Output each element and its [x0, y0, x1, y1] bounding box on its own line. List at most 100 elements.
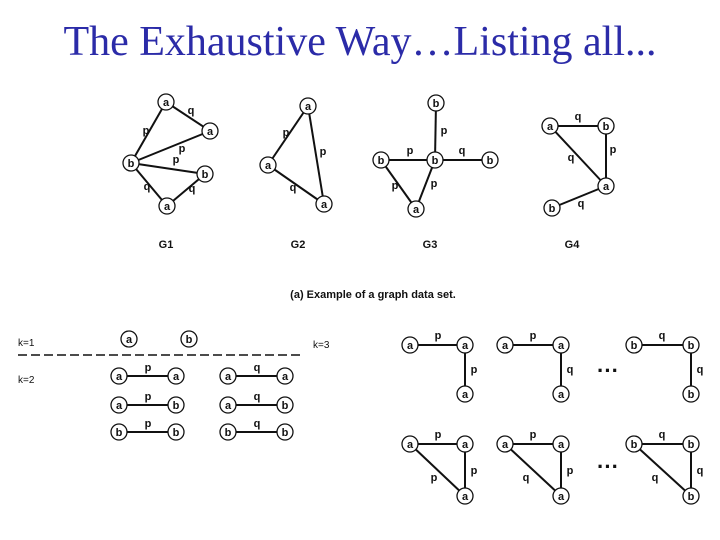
graph-node: a	[597, 177, 615, 195]
graph-node: a	[157, 93, 175, 111]
edge-label: p	[435, 330, 442, 342]
svg-text:a: a	[462, 439, 469, 451]
graph-node: b	[122, 154, 140, 172]
graph-node: a	[552, 336, 570, 354]
graph-node: a	[552, 487, 570, 505]
graph-node: b	[276, 423, 294, 441]
graph-node: a	[456, 336, 474, 354]
graph-node: a	[456, 385, 474, 403]
svg-text:b: b	[549, 203, 556, 215]
edge-label: q	[652, 472, 659, 484]
graph-node: b	[110, 423, 128, 441]
svg-text:b: b	[631, 340, 638, 352]
edge: p	[130, 101, 167, 164]
graph-node: b	[597, 117, 615, 135]
graph-node: a	[401, 336, 419, 354]
edge: p	[605, 126, 617, 186]
svg-text:a: a	[603, 181, 610, 193]
graph-node: b	[625, 336, 643, 354]
edge: q	[435, 145, 490, 161]
edge-label: q	[659, 429, 666, 441]
edge: p	[130, 154, 206, 175]
edge: q	[228, 362, 285, 377]
edge-label: q	[189, 183, 196, 195]
edge-label: p	[441, 125, 448, 137]
graph-node: b	[682, 435, 700, 453]
svg-text:a: a	[126, 334, 133, 346]
edge-label: p	[435, 429, 442, 441]
slide-title: The Exhaustive Way…Listing all...	[63, 19, 657, 65]
svg-text:a: a	[407, 340, 414, 352]
svg-text:a: a	[462, 340, 469, 352]
k3-triangle-2: p p q a a a	[496, 429, 574, 505]
edge: p	[434, 102, 448, 161]
graph-node: b	[682, 487, 700, 505]
graph-label-g4: G4	[565, 239, 581, 251]
edge: q	[633, 443, 692, 497]
graph-node: b	[167, 396, 185, 414]
k1-node-a: a	[120, 330, 138, 348]
k1-label: k=1	[18, 338, 35, 349]
svg-text:b: b	[688, 389, 695, 401]
edge: q	[504, 443, 562, 497]
svg-text:a: a	[462, 491, 469, 503]
edge-label: q	[144, 181, 151, 193]
graph-set-caption: (a) Example of a graph data set.	[290, 289, 456, 301]
graph-node: b	[481, 151, 499, 169]
svg-text:b: b	[688, 491, 695, 503]
graph-label-g1: G1	[159, 239, 174, 251]
graph-label-g3: G3	[423, 239, 438, 251]
svg-text:b: b	[128, 158, 135, 170]
edge: q	[228, 391, 285, 406]
svg-text:a: a	[207, 126, 214, 138]
svg-text:a: a	[282, 371, 289, 383]
edge-label: p	[471, 364, 478, 376]
svg-text:a: a	[558, 340, 565, 352]
edge: q	[165, 101, 211, 132]
graph-node: a	[259, 156, 277, 174]
svg-text:a: a	[116, 400, 123, 412]
graph-node: a	[158, 197, 176, 215]
ellipsis-row-1: ···	[597, 358, 619, 383]
graph-node: b	[625, 435, 643, 453]
graph-node: b	[219, 423, 237, 441]
edge-label: p	[173, 154, 180, 166]
graph-node: b	[180, 330, 198, 348]
svg-text:b: b	[116, 427, 123, 439]
graph-node: b	[682, 336, 700, 354]
edge: p	[119, 418, 176, 433]
edge-label: p	[320, 146, 327, 158]
svg-text:b: b	[282, 400, 289, 412]
svg-text:a: a	[321, 199, 328, 211]
graph-node: a	[552, 435, 570, 453]
svg-text:a: a	[502, 439, 509, 451]
edge: q	[634, 429, 691, 445]
edge: p	[119, 391, 176, 406]
graph-node: a	[496, 336, 514, 354]
edge-label: q	[523, 472, 530, 484]
edge: q	[634, 330, 691, 346]
edge-label: p	[567, 465, 574, 477]
svg-text:b: b	[432, 155, 439, 167]
edge-label: p	[145, 391, 152, 403]
svg-text:a: a	[413, 204, 420, 216]
edge-label: q	[697, 364, 704, 376]
edge-label: p	[530, 429, 537, 441]
edge: p	[464, 444, 478, 496]
edge-label: q	[188, 105, 195, 117]
graph-node: a	[219, 367, 237, 385]
svg-text:a: a	[502, 340, 509, 352]
edge-label: q	[659, 330, 666, 342]
edge-label: p	[145, 362, 152, 374]
edge-label: q	[254, 362, 261, 374]
